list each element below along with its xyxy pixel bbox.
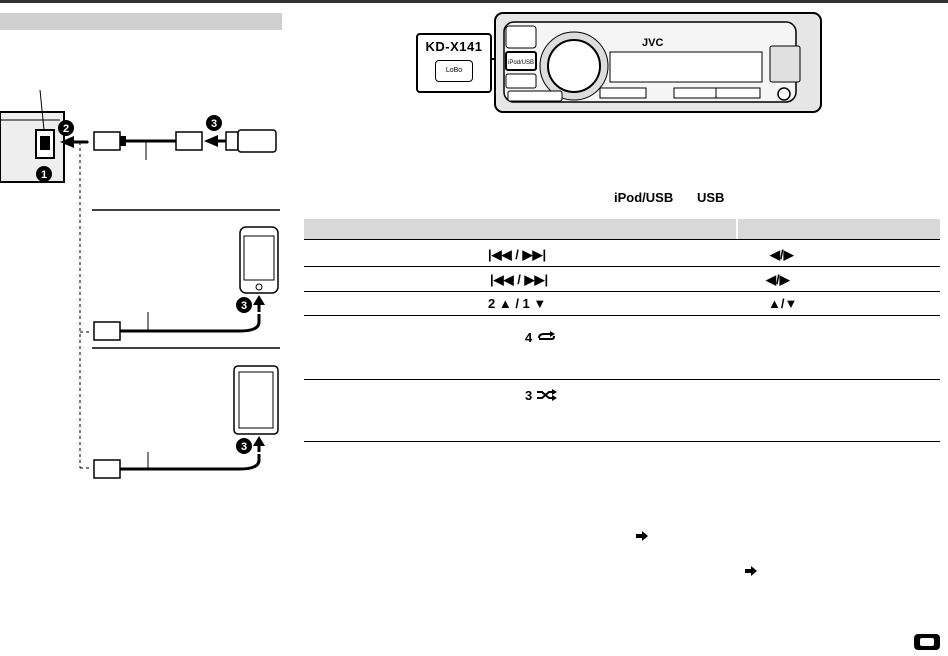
usb-label: USB (697, 190, 725, 205)
svg-text:3: 3 (241, 300, 247, 312)
usb-flash-drive-illustration (225, 129, 277, 153)
car-unit-panel-illustration (0, 90, 65, 183)
model-tag: KD-X141 LoBo (416, 33, 492, 93)
arrow-left-icon (204, 135, 218, 147)
brand-logo: JVC (642, 37, 663, 49)
table-row-2-buttons: |◀◀ / ▶▶| (490, 272, 549, 287)
table-row-4-button: 4 (525, 330, 556, 345)
step-3-badge-smartphone: 3 (236, 438, 252, 454)
row-divider (304, 315, 940, 316)
table-header (304, 219, 940, 239)
table-row-3-keys: ▲/▼ (768, 296, 798, 311)
shuffle-icon (536, 389, 557, 401)
arrow-up-icon (253, 436, 265, 446)
svg-text:iPod/USB: iPod/USB (508, 60, 534, 66)
section-title-bar (0, 13, 282, 30)
svg-text:3: 3 (241, 441, 247, 453)
usb-cable-1-illustration (93, 131, 203, 160)
step-2-badge: 2 (58, 120, 74, 136)
step-3-badge-usb: 3 (206, 115, 222, 131)
table-row-1-keys: ◀/▶ (770, 247, 794, 262)
arrow-right-icon (745, 566, 757, 576)
ipod-usb-button (505, 51, 537, 71)
table-top-rule (304, 239, 940, 240)
volume-knob (547, 39, 601, 93)
table-row-2-keys: ◀/▶ (766, 272, 790, 287)
row-divider (304, 266, 940, 267)
repeat-icon (537, 331, 555, 340)
model-name: KD-X141 (425, 39, 483, 54)
row-divider (304, 441, 940, 442)
ipod-usb-label: iPod/USB (614, 190, 674, 205)
usb-cable-3-illustration (93, 452, 261, 479)
table-row-5-button: 3 (525, 388, 558, 403)
table-row-1-buttons: |◀◀ / ▶▶| (488, 247, 547, 262)
arrow-left-icon (60, 136, 74, 148)
language-badge (914, 634, 940, 650)
car-stereo-illustration: iPod/USB JVC (494, 12, 822, 113)
top-rule (0, 0, 948, 3)
iphone-illustration (239, 226, 279, 294)
svg-text:1: 1 (41, 169, 47, 181)
step-1-badge: 1 (36, 166, 52, 182)
lobby-button-label: LoBo (435, 60, 473, 82)
svg-text:2: 2 (63, 123, 69, 135)
step-3-badge-iphone: 3 (236, 297, 252, 313)
arrow-up-icon (253, 295, 265, 305)
row-divider (304, 291, 940, 292)
table-row-3-buttons: 2 ▲ / 1 ▼ (488, 296, 547, 311)
svg-text:3: 3 (211, 118, 217, 130)
usb-cable-2-illustration (93, 312, 261, 341)
smartphone-illustration (233, 365, 279, 435)
row-divider (304, 379, 940, 380)
table-header-divider (736, 219, 738, 239)
usb-connection-diagram: 2 1 3 3 (0, 90, 280, 479)
arrow-right-icon (636, 531, 648, 541)
